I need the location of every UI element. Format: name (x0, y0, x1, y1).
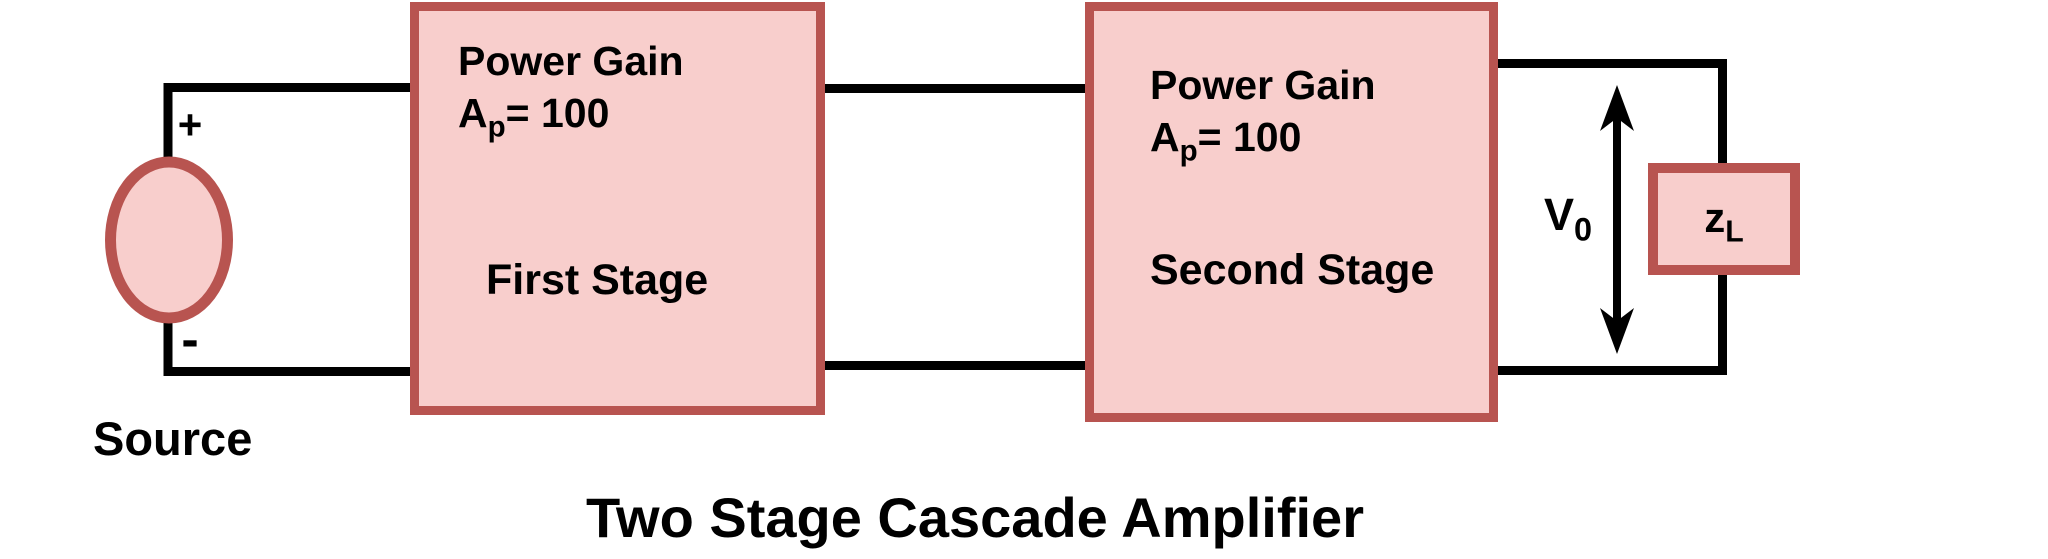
stage2-gain-label: Power Gain Ap= 100 (1150, 59, 1376, 177)
load-symbol: z (1704, 194, 1726, 241)
stage1-box (410, 2, 825, 415)
plus-terminal-label: + (177, 101, 203, 148)
source-ellipse (105, 156, 233, 324)
stage2-name-label: Second Stage (1150, 246, 1435, 294)
stage2-gain-symbol: A (1150, 114, 1180, 160)
source-label: Source (93, 412, 253, 465)
load-label: zL (1653, 196, 1795, 255)
wire-output-bottom (1498, 270, 1727, 375)
stage1-name-label: First Stage (486, 256, 709, 304)
output-voltage-symbol: V (1544, 189, 1575, 240)
arrowhead-down-icon (1600, 308, 1634, 354)
output-voltage-arrow (1600, 85, 1634, 354)
stage1-gain-line1: Power Gain (458, 38, 684, 84)
diagram-title: Two Stage Cascade Amplifier (586, 486, 1364, 549)
stage2-box (1085, 2, 1498, 422)
stage2-gain-line2: Ap= 100 (1150, 111, 1376, 177)
stage1-gain-value: = 100 (505, 90, 610, 136)
load-box (1648, 163, 1800, 275)
wire-source-top (163, 83, 410, 162)
stage1-gain-subscript: p (487, 110, 506, 144)
output-voltage-label: V0 (1544, 192, 1593, 251)
stage2-gain-subscript: p (1179, 134, 1198, 168)
output-voltage-subscript: 0 (1574, 211, 1593, 248)
stage2-gain-line1: Power Gain (1150, 62, 1376, 108)
stage1-gain-line2: Ap= 100 (458, 87, 684, 153)
stage1-gain-label: Power Gain Ap= 100 (458, 35, 684, 153)
minus-terminal-label: - (181, 311, 199, 369)
wire-source-bottom (163, 318, 410, 376)
load-subscript: L (1725, 215, 1744, 249)
arrowhead-up-icon (1600, 85, 1634, 131)
stage1-gain-symbol: A (458, 90, 488, 136)
wire-output-top (1498, 59, 1727, 168)
stage2-gain-value: = 100 (1197, 114, 1302, 160)
